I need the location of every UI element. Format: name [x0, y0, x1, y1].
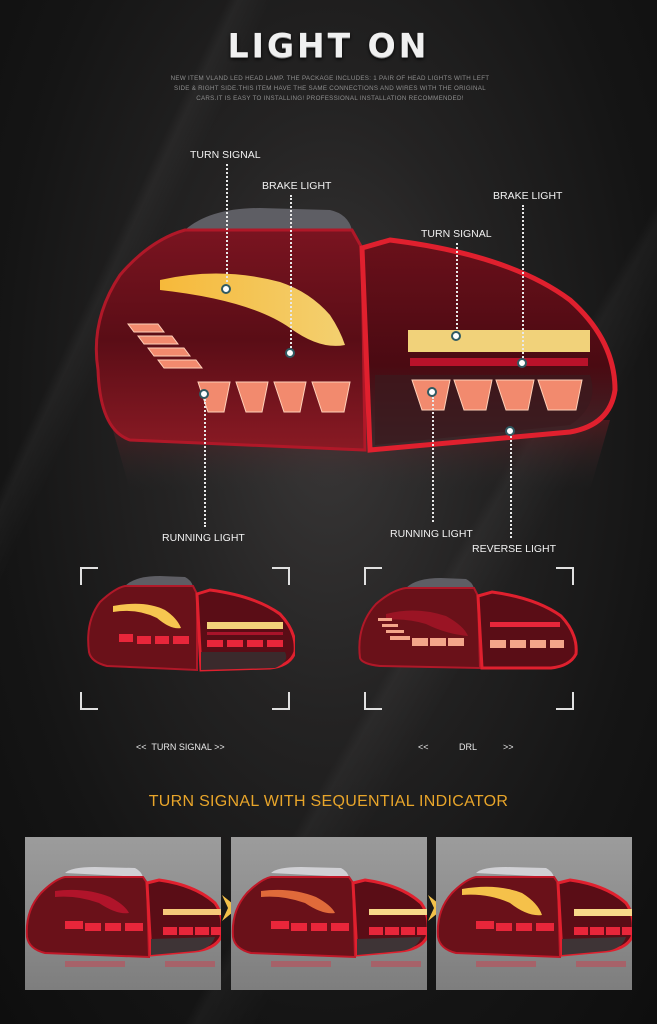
sequence-arrow-icon [222, 895, 238, 921]
callout-dot-turn-signal-left [221, 284, 231, 294]
callout-dot-reverse-light [505, 426, 515, 436]
callout-dot-brake-light-left [285, 348, 295, 358]
hero-taillight-image [94, 208, 618, 490]
drl-mode-image [358, 578, 578, 670]
product-description: NEW ITEM VLAND LED HEAD LAMP. THE PACKAG… [170, 75, 490, 102]
frame-corner [80, 567, 98, 585]
callout-reverse-light: REVERSE LIGHT [472, 543, 557, 555]
frame-corner [80, 692, 98, 710]
frame-corner [272, 692, 290, 710]
frame-corner [556, 692, 574, 710]
sequential-headline: TURN SIGNAL WITH SEQUENTIAL INDICATOR [148, 793, 509, 810]
frame-corner [272, 567, 290, 585]
callout-line [456, 243, 458, 333]
page-title: LIGHT ON [227, 26, 430, 65]
callout-line [510, 436, 512, 538]
caption-label: TURN SIGNAL [151, 742, 212, 752]
sequence-step-3-panel [436, 837, 636, 990]
sequence-step-3-image [436, 867, 636, 967]
sequence-step-2-panel [231, 837, 431, 990]
sequence-step-1-panel [25, 837, 225, 990]
mode-caption-turn-signal: << TURN SIGNAL >> [136, 742, 225, 752]
callout-brake-light-right: BRAKE LIGHT [493, 190, 563, 202]
callout-line [226, 164, 228, 286]
caption-label: DRL [459, 742, 478, 752]
caption-prefix: << [136, 742, 147, 752]
callout-line [290, 195, 292, 348]
sequence-step-2-image [231, 867, 431, 967]
callout-dot-running-light-left [199, 389, 209, 399]
frame-corner [364, 692, 382, 710]
callout-line [522, 205, 524, 358]
turn-signal-mode-image [87, 576, 295, 672]
frame-corner [556, 567, 574, 585]
caption-prefix: << [418, 742, 429, 752]
caption-suffix: >> [503, 742, 514, 752]
sequence-step-1-image [25, 867, 225, 967]
callout-turn-signal-left: TURN SIGNAL [190, 149, 261, 161]
caption-suffix: >> [214, 742, 225, 752]
callout-line [204, 399, 206, 527]
callout-running-light-right: RUNNING LIGHT [390, 528, 473, 540]
callout-dot-turn-signal-right [451, 331, 461, 341]
callout-turn-signal-right: TURN SIGNAL [421, 228, 492, 240]
callout-dot-running-light-right [427, 387, 437, 397]
callout-running-light-left: RUNNING LIGHT [162, 532, 245, 544]
callout-dot-brake-light-right [517, 358, 527, 368]
callout-line [432, 397, 434, 522]
frame-corner [364, 567, 382, 585]
callout-brake-light-left: BRAKE LIGHT [262, 180, 332, 192]
